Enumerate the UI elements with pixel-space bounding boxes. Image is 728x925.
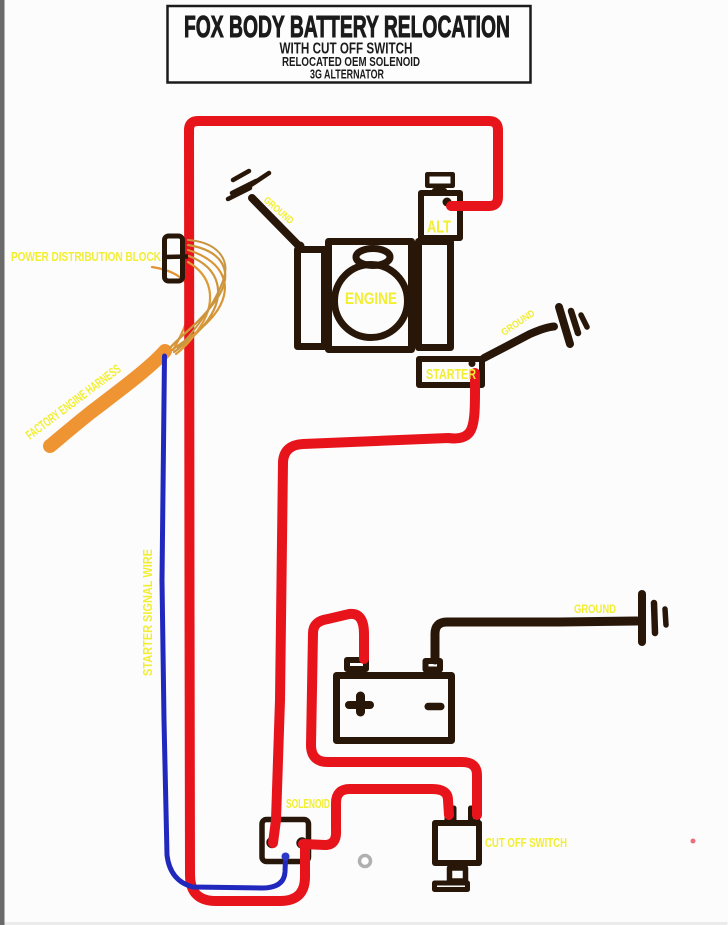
- svg-text:CUT OFF SWITCH: CUT OFF SWITCH: [485, 836, 567, 850]
- svg-text:WITH CUT OFF SWITCH: WITH CUT OFF SWITCH: [280, 41, 413, 58]
- svg-text:GROUND: GROUND: [574, 602, 616, 616]
- svg-text:FOX BODY BATTERY RELOCATION: FOX BODY BATTERY RELOCATION: [184, 9, 510, 44]
- svg-text:3G ALTERNATOR: 3G ALTERNATOR: [310, 68, 384, 82]
- svg-text:ENGINE: ENGINE: [345, 289, 397, 308]
- svg-text:POWER DISTRIBUTION BLOCK: POWER DISTRIBUTION BLOCK: [11, 249, 161, 264]
- svg-text:STARTER: STARTER: [426, 366, 476, 383]
- svg-text:SOLENOID: SOLENOID: [286, 797, 330, 811]
- svg-text:ALT: ALT: [427, 217, 451, 237]
- svg-text:RELOCATED OEM SOLENOID: RELOCATED OEM SOLENOID: [282, 54, 420, 69]
- svg-text:STARTER SIGNAL WIRE: STARTER SIGNAL WIRE: [140, 549, 155, 676]
